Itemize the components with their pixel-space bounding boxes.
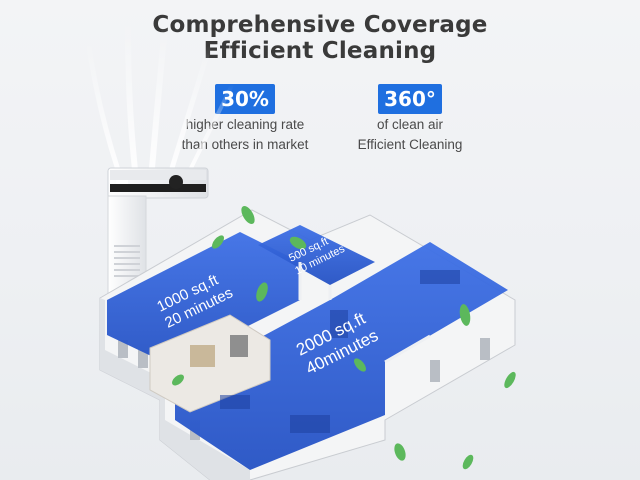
house-floorplan-icon — [99, 209, 516, 480]
headline-line-2: Efficient Cleaning — [203, 38, 437, 64]
room-2000 — [175, 242, 508, 470]
headline-line-1: Comprehensive Coverage — [152, 12, 488, 38]
airflow-streams — [85, 19, 234, 171]
stat-caption-line-2: than others in market — [181, 137, 309, 152]
stat-badge: 360° — [378, 84, 442, 114]
stat-clean-air: 360° of clean air Efficient Cleaning — [335, 84, 485, 154]
room-1000 — [107, 232, 300, 365]
leaf-icon — [172, 205, 516, 470]
stat-caption-line-2: Efficient Cleaning — [357, 137, 463, 152]
stat-caption-line-1: of clean air — [376, 117, 444, 132]
room-500 — [258, 225, 375, 285]
